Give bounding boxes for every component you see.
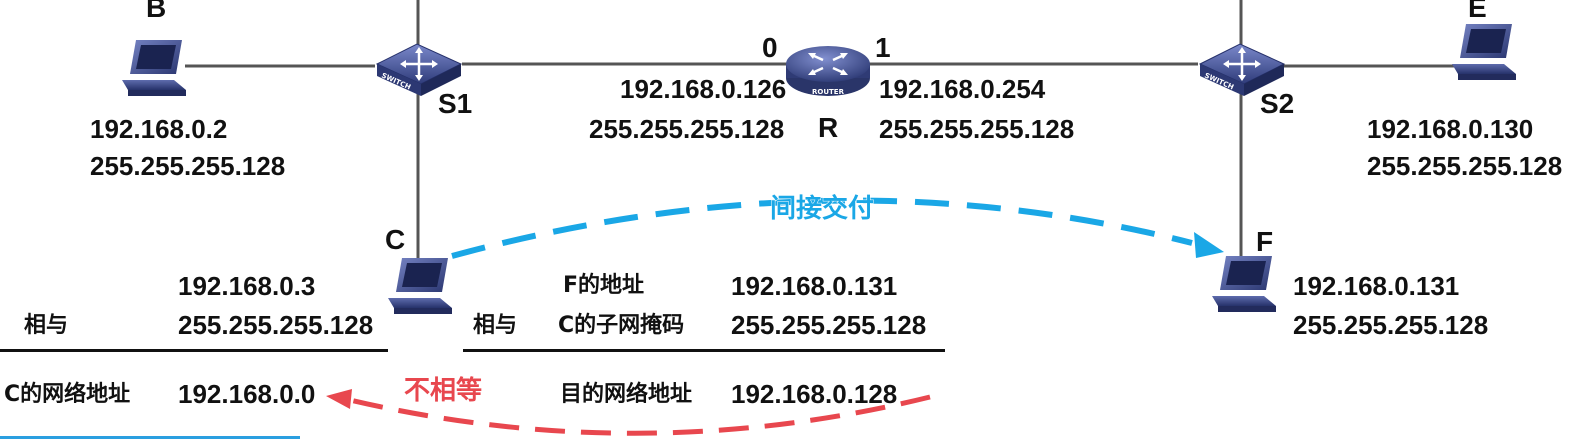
router-port1-ip: 192.168.0.254 xyxy=(879,74,1046,104)
links xyxy=(185,0,1458,262)
calc-right-row2-value: 255.255.255.128 xyxy=(731,310,927,340)
node-label-s1: S1 xyxy=(438,88,473,119)
calc-left-ip: 192.168.0.3 xyxy=(178,271,316,301)
not-equal-arrow xyxy=(326,389,931,436)
router-port-1: 1 xyxy=(875,32,891,63)
router-port0-ip: 192.168.0.126 xyxy=(620,74,787,104)
computer-icon xyxy=(1212,256,1276,312)
calc-right-result-label: 目的网络地址 xyxy=(560,382,693,407)
computer-icon xyxy=(1452,24,1516,80)
calc-left-divider xyxy=(0,349,388,352)
host-f-mask: 255.255.255.128 xyxy=(1293,310,1489,340)
node-label-s2: S2 xyxy=(1260,88,1295,119)
node-label-r: R xyxy=(818,112,839,143)
host-e-mask: 255.255.255.128 xyxy=(1367,151,1563,181)
host-f-ip: 192.168.0.131 xyxy=(1293,271,1460,301)
router-icon: ROUTER xyxy=(786,46,870,96)
calc-right-row1-value: 192.168.0.131 xyxy=(731,271,898,301)
router-port-0: 0 xyxy=(762,32,778,63)
host-b-ip: 192.168.0.2 xyxy=(90,114,228,144)
host-b-mask: 255.255.255.128 xyxy=(90,151,286,181)
calc-left-operator: 相与 xyxy=(24,313,69,338)
indirect-delivery-label: 间接交付 xyxy=(769,194,875,224)
router-port0-mask: 255.255.255.128 xyxy=(589,114,785,144)
node-label-f: F xyxy=(1256,226,1274,257)
calc-right-row2-label: C的子网掩码 xyxy=(558,313,685,338)
computer-icon xyxy=(122,40,186,96)
calc-left-mask: 255.255.255.128 xyxy=(178,310,374,340)
indirect-delivery-arrow xyxy=(451,197,1224,259)
router-port1-mask: 255.255.255.128 xyxy=(879,114,1075,144)
calc-left-result: 192.168.0.0 xyxy=(178,379,316,409)
not-equal-label: 不相等 xyxy=(403,376,483,406)
node-label-c: C xyxy=(385,224,406,255)
calc-right-operator: 相与 xyxy=(473,313,518,338)
calc-left-result-label: C的网络地址 xyxy=(4,382,131,407)
bottom-accent-bar xyxy=(0,436,300,439)
node-label-e: E xyxy=(1468,0,1487,23)
calc-right-result: 192.168.0.128 xyxy=(731,379,898,409)
host-e-ip: 192.168.0.130 xyxy=(1367,114,1534,144)
node-label-b: B xyxy=(146,0,167,23)
router-caption: ROUTER xyxy=(812,88,845,96)
calc-right-row1-label: F的地址 xyxy=(563,273,645,298)
computer-icon xyxy=(388,258,452,314)
calc-right-divider xyxy=(463,349,945,352)
